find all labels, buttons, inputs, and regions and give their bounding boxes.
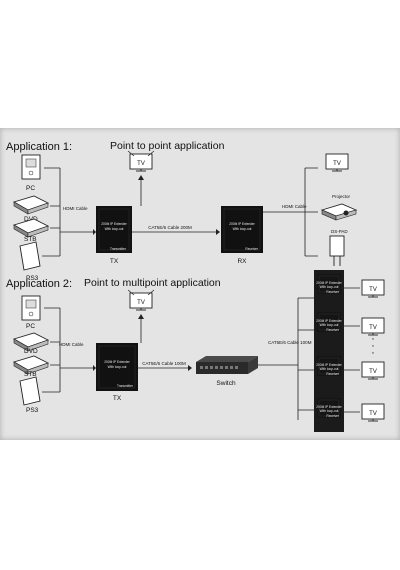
app2-receiver-1-role: Receiver: [326, 290, 340, 294]
app1-stb-icon: [14, 219, 48, 237]
app1-tx-box-line2: With loop-out: [105, 227, 124, 231]
app1-dspad-icon: [330, 236, 344, 266]
app1-tx-box-role: Transmitter: [110, 247, 127, 251]
app2-source-pc: PC: [26, 323, 35, 330]
app2-receiver-1-line2: With loop-out: [320, 285, 339, 289]
app2-pc-icon: [22, 296, 40, 320]
app2-tx-label: TX: [113, 395, 122, 402]
app1-heading: Application 1:: [6, 141, 72, 153]
app1-dvd-icon: [14, 196, 48, 214]
app2-receiver-4-line2: With loop-out: [320, 409, 339, 413]
app1-title: Point to point application: [110, 140, 225, 152]
app2-receiver-3-line2: With loop-out: [320, 367, 339, 371]
app1-ps3-icon: [20, 242, 40, 270]
app2-tx-box-line1: 200M IP Extender: [104, 360, 130, 364]
app1-display-projector: Projector: [332, 194, 351, 199]
app2-tx-cable-label: HDMI Cable: [59, 342, 84, 347]
app1-tx-tv-label: TV: [137, 161, 145, 167]
app2-tv-4-label: TV: [369, 411, 377, 417]
app2-tx-box-line2: With loop-out: [108, 365, 127, 369]
app2-tv-3-label: TV: [369, 369, 377, 375]
app2-receiver-2-line2: With loop-out: [320, 323, 339, 327]
app1-projector-icon: [322, 204, 356, 220]
app2-source-ps3: PS3: [26, 407, 39, 414]
app2-ps3-icon: [20, 377, 40, 405]
app2-receiver-2-role: Receiver: [326, 328, 340, 332]
app2-tv-2-label: TV: [369, 325, 377, 331]
app2-title: Point to multipoint application: [84, 277, 221, 289]
app1-rx-box-line2: With loop-out: [233, 227, 252, 231]
app1-rx-box-line1: 200M IP Extender: [229, 222, 255, 226]
app1-rx-box-role: Receiver: [245, 247, 259, 251]
app1-display-dspad: DS-PAD: [331, 229, 348, 234]
app2-switch-cable-label: CAT5E/6 Cable 100M: [142, 361, 186, 366]
app2-source-dvd: DVD: [24, 348, 38, 355]
app2-ellipsis-dot-3: ·: [371, 347, 375, 359]
app2-receiver-4-role: Receiver: [326, 414, 340, 418]
app2-switch-label: Switch: [216, 380, 236, 387]
app2-tx-tv-label: TV: [137, 300, 145, 306]
app2-switch-icon: [196, 356, 258, 374]
app2-out-cable-label: CAT5E/6 Cable 100M: [268, 340, 312, 345]
app1-rx-label: RX: [237, 258, 247, 265]
app1-tx-cable-label: HDMI Cable: [63, 206, 88, 211]
app2-tv-1-label: TV: [369, 287, 377, 293]
app1-tx-label: TX: [110, 258, 119, 265]
app2-tx-box-role: Transmitter: [117, 384, 134, 388]
app2-receiver-3-role: Receiver: [326, 372, 340, 376]
app1-source-pc: PC: [26, 185, 35, 192]
app2-heading: Application 2:: [6, 278, 72, 290]
app1-rx-cable-label: HDMI Cable: [282, 204, 307, 209]
app1-tx-box-line1: 200M IP Extender: [101, 222, 127, 226]
app1-link-cable-label: CAT5E/6 Cable 200M: [148, 225, 192, 230]
app1-out-tv-label: TV: [333, 161, 341, 167]
app1-pc-icon: [22, 155, 40, 179]
